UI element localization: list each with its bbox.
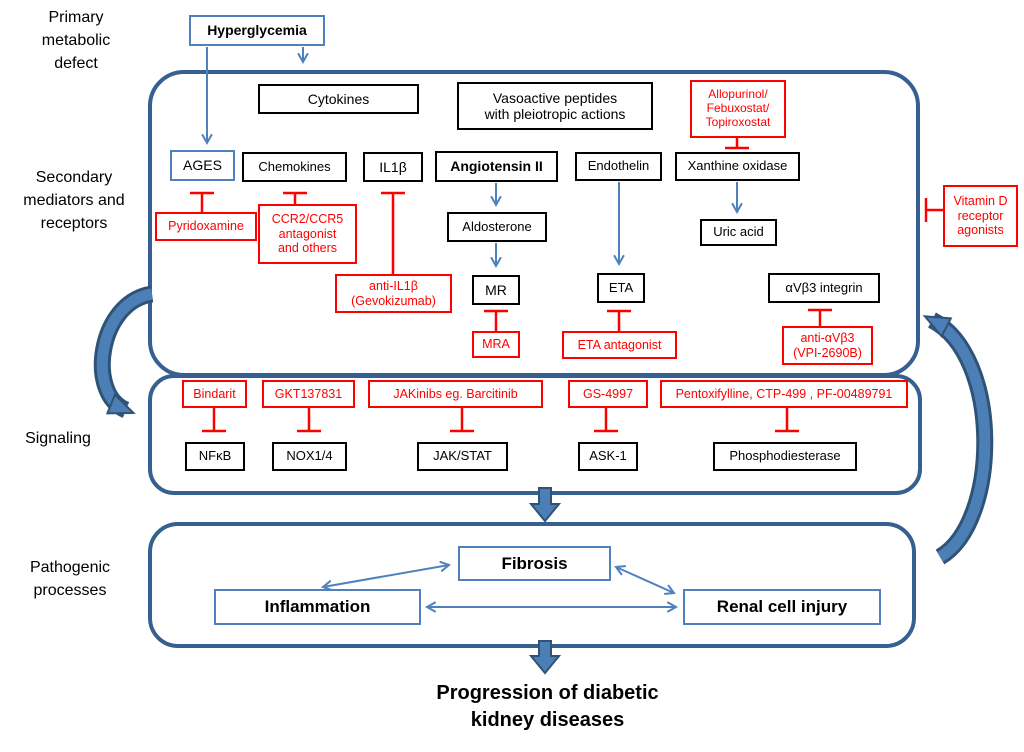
drug-pyridoxamine: Pyridoxamine xyxy=(155,212,257,241)
node-aldosterone: Aldosterone xyxy=(447,212,547,242)
curved-arrow-left-outline xyxy=(93,285,155,418)
drug-bindarit: Bindarit xyxy=(182,380,247,408)
node-mr: MR xyxy=(472,275,520,305)
drug-eta-antagonist: ETA antagonist xyxy=(562,331,677,359)
drug-vitamin-d-receptor-agonists: Vitamin D receptor agonists xyxy=(943,185,1018,247)
label-primary-metabolic-defect: Primary metabolic defect xyxy=(41,9,111,73)
drug-gs4997: GS-4997 xyxy=(568,380,648,408)
curved-arrow-right xyxy=(922,315,991,562)
node-endothelin: Endothelin xyxy=(575,152,662,181)
node-xanthine-oxidase: Xanthine oxidase xyxy=(675,152,800,181)
drug-allopurinol-febuxostat-topiroxostat: Allopurinol/ Febuxostat/ Topiroxostat xyxy=(690,80,786,138)
node-avb3-integrin: αVβ3 integrin xyxy=(768,273,880,303)
drug-anti-avb3-vpi2690b: anti-αVβ3 (VPI-2690B) xyxy=(782,326,873,365)
node-eta: ETA xyxy=(597,273,645,303)
node-phosphodiesterase: Phosphodiesterase xyxy=(713,442,857,471)
drug-gkt137831: GKT137831 xyxy=(262,380,355,408)
drug-mra: MRA xyxy=(472,331,520,358)
curved-arrow-left xyxy=(96,288,154,416)
node-nox1-4: NOX1/4 xyxy=(272,442,347,471)
drug-pentoxifylline-ctp499-pf00489791: Pentoxifylline, CTP-499 , PF-00489791 xyxy=(660,380,908,408)
node-cytokines: Cytokines xyxy=(258,84,419,114)
node-hyperglycemia: Hyperglycemia xyxy=(189,15,325,46)
node-angiotensin-ii: Angiotensin II xyxy=(435,151,558,182)
node-uric-acid: Uric acid xyxy=(700,219,777,246)
node-ask1: ASK-1 xyxy=(578,442,638,471)
drug-jakinibs-barcitinib: JAKinibs eg. Barcitinib xyxy=(368,380,543,408)
curved-arrow-right-outline xyxy=(927,312,994,565)
node-vasoactive-peptides: Vasoactive peptides with pleiotropic act… xyxy=(457,82,653,130)
label-signaling: Signaling xyxy=(25,430,91,447)
pathogenic-container xyxy=(148,522,916,648)
label-pathogenic-processes: Pathogenic processes xyxy=(29,559,111,600)
label-secondary-mediators: Secondary mediators and receptors xyxy=(23,169,125,233)
drug-anti-il1b-gevokizumab: anti-IL1β (Gevokizumab) xyxy=(335,274,452,313)
node-jak-stat: JAK/STAT xyxy=(417,442,508,471)
drug-ccr2-ccr5-antagonist: CCR2/CCR5 antagonist and others xyxy=(258,204,357,264)
node-renal-cell-injury: Renal cell injury xyxy=(683,589,881,625)
node-chemokines: Chemokines xyxy=(242,152,347,182)
node-inflammation: Inflammation xyxy=(214,589,421,625)
outcome-progression-text: Progression of diabetic kidney diseases xyxy=(436,682,659,731)
inhibit-vitamin-d xyxy=(924,198,943,222)
node-ages: AGES xyxy=(170,150,235,181)
node-il1b: IL1β xyxy=(363,152,423,182)
node-nfkb: NFκB xyxy=(185,442,245,471)
node-fibrosis: Fibrosis xyxy=(458,546,611,581)
